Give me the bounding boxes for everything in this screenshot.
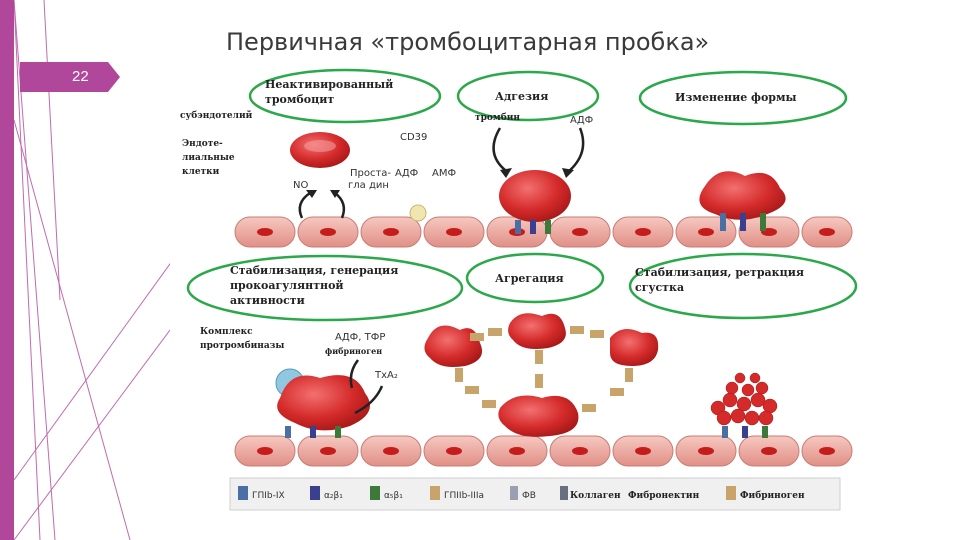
arrow-thrombin (492, 127, 506, 171)
svg-text:тромбоцит: тромбоцит (265, 93, 334, 106)
stage-ellipse-adhesion (456, 70, 600, 122)
slide-title: Первичная «тромбоцитарная пробка» (226, 28, 710, 56)
endothelium-row-top (234, 216, 853, 248)
platelet-plug-diagram: Неактивированный тромбоцит Адгезия Измен… (180, 68, 858, 511)
svg-text:сгустка: сгустка (635, 281, 684, 294)
svg-text:гла дин: гла дин (348, 180, 389, 191)
stage-label-inactive-2: тромбоцит (265, 93, 334, 106)
legend-label-gpiib: ГПIIb-IIIa (444, 491, 484, 501)
aggregation-cluster (424, 313, 659, 437)
slide-number-tag: 22 (20, 62, 120, 92)
arrow-prostaglandin (334, 192, 346, 219)
label-adp-tfr: АДФ, ТФР (335, 332, 385, 343)
shape-change-platelet (699, 171, 786, 220)
svg-text:Комплекс: Комплекс (200, 327, 253, 337)
svg-text:клетки: клетки (182, 167, 220, 177)
stage-ellipse-stabilization (186, 254, 464, 322)
arrow-adp-tfr (349, 359, 360, 389)
label-no: NO (293, 180, 308, 191)
legend-label-vwf: ФВ (522, 491, 536, 501)
svg-text:активности: активности (230, 294, 305, 307)
arrow-txa2 (354, 385, 384, 415)
receptors-bottom-right (722, 426, 768, 438)
svg-text:Стабилизация, ретракция: Стабилизация, ретракция (635, 266, 804, 279)
arrow-adp (567, 127, 585, 173)
side-accent-band (0, 0, 14, 540)
receptors-top (515, 213, 766, 234)
receptors-bottom-left (285, 426, 341, 438)
svg-text:Проста-: Проста- (350, 168, 391, 179)
legend-label-collagen: Коллаген (570, 491, 621, 501)
svg-text:прокоагулянтной: прокоагулянтной (230, 279, 344, 292)
stage-label-inactive-1: Неактивированный (265, 78, 393, 91)
arrow-no (298, 191, 311, 219)
legend-label-fibronectin: Фибронектин (628, 490, 700, 501)
legend-label-fibrinogen: Фибриноген (740, 490, 805, 501)
label-amp: АМФ (432, 168, 456, 179)
svg-text:лиальные: лиальные (182, 153, 235, 163)
legend-label-a5b1: α₅β₁ (384, 491, 403, 501)
stage-ellipse-shape (638, 70, 848, 126)
stage-label-aggregation: Агрегация (495, 272, 564, 285)
label-adp2: АДФ (570, 115, 594, 126)
legend-items: ГПIb-IX α₂β₁ α₅β₁ ГПIIb-IIIa ФВ Коллаген… (238, 486, 805, 501)
retracted-clot (710, 372, 778, 426)
activated-platelet-left (277, 375, 370, 431)
label-adp: АДФ (395, 168, 419, 179)
stage-ellipse-inactive (248, 68, 442, 124)
svg-text:Неактивированный: Неактивированный (265, 78, 393, 91)
label-thrombin: тромбин (475, 112, 520, 123)
cd39-molecule (409, 204, 427, 222)
legend-label-a2b1: α₂β₁ (324, 491, 343, 501)
label-subendothelium: субэндотелий (180, 110, 253, 121)
legend-label-gpib: ГПIb-IX (252, 491, 285, 501)
endothelium-row-bottom (234, 435, 853, 467)
stage-label-shape: Изменение формы (675, 91, 797, 104)
label-cd39: CD39 (400, 132, 427, 143)
decorative-lines (13, 0, 170, 540)
slide-number: 22 (72, 68, 89, 85)
adhering-platelet (499, 170, 571, 222)
svg-text:протромбиназы: протромбиназы (200, 340, 284, 351)
legend-bar (229, 477, 841, 511)
stage-label-adhesion: Адгезия (495, 90, 548, 103)
stage-ellipse-aggregation (465, 252, 605, 304)
stage-ellipse-retraction (628, 252, 858, 320)
svg-text:Эндоте-: Эндоте- (182, 139, 223, 149)
label-fibrinogen: фибриноген (325, 346, 382, 356)
svg-text:Стабилизация, генерация: Стабилизация, генерация (230, 264, 398, 277)
label-txa2: TxA₂ (374, 370, 398, 381)
